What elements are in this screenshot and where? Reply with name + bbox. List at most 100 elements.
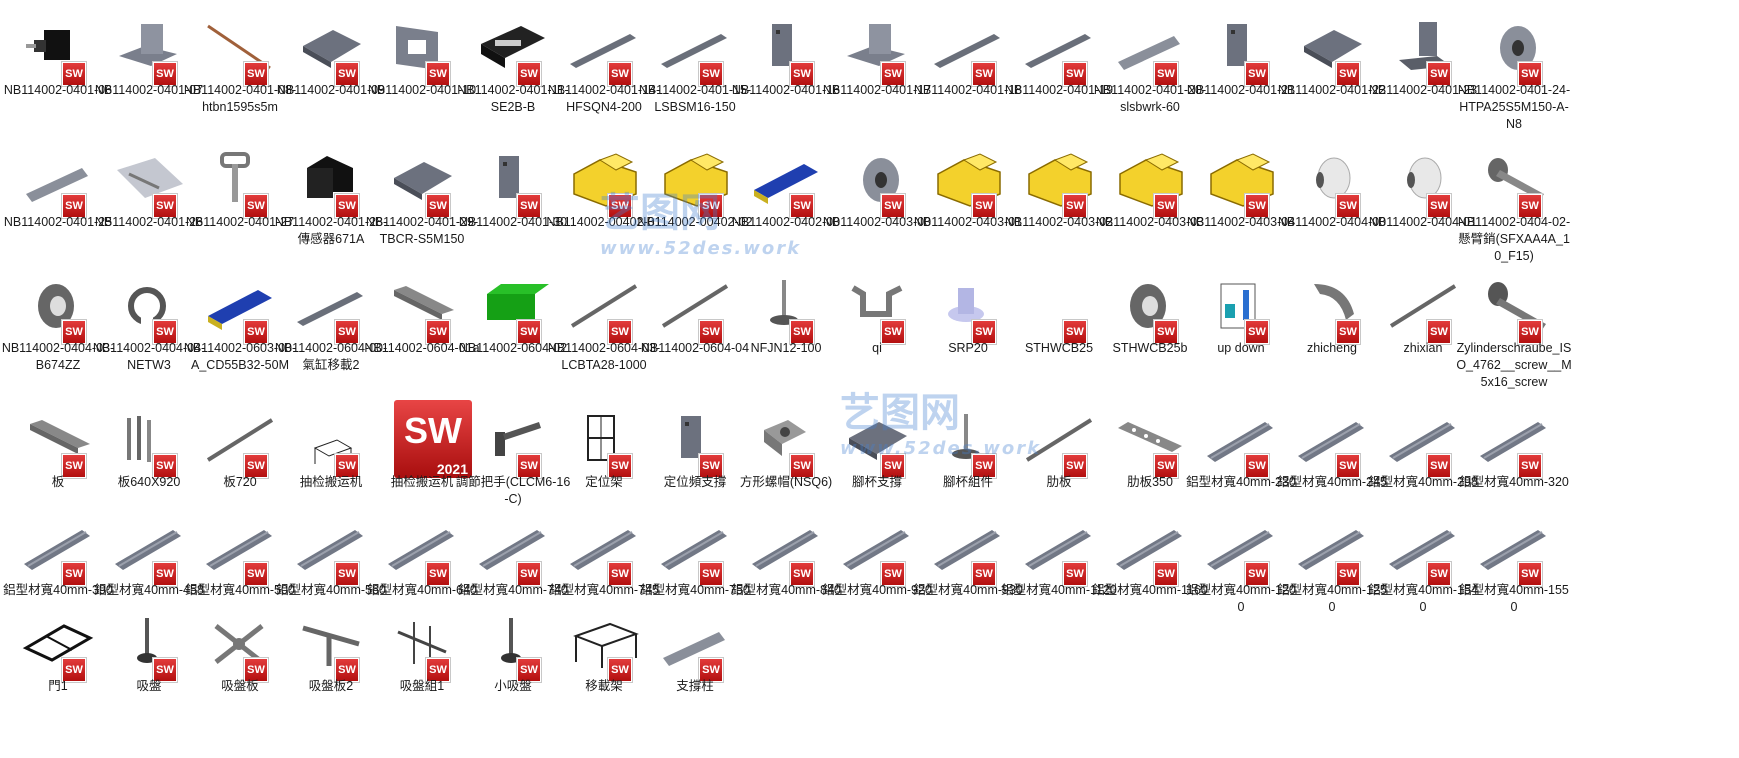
circlip-icon: SW — [111, 274, 187, 344]
rod-icon-drawing — [1389, 284, 1457, 328]
solidworks-badge-icon: SW — [1245, 454, 1269, 478]
profile-icon-drawing — [934, 530, 1000, 570]
bearing-icon-drawing — [38, 284, 74, 328]
solidworks-badge-icon: SW — [1154, 454, 1178, 478]
solidworks-badge-icon: SW — [699, 562, 723, 586]
